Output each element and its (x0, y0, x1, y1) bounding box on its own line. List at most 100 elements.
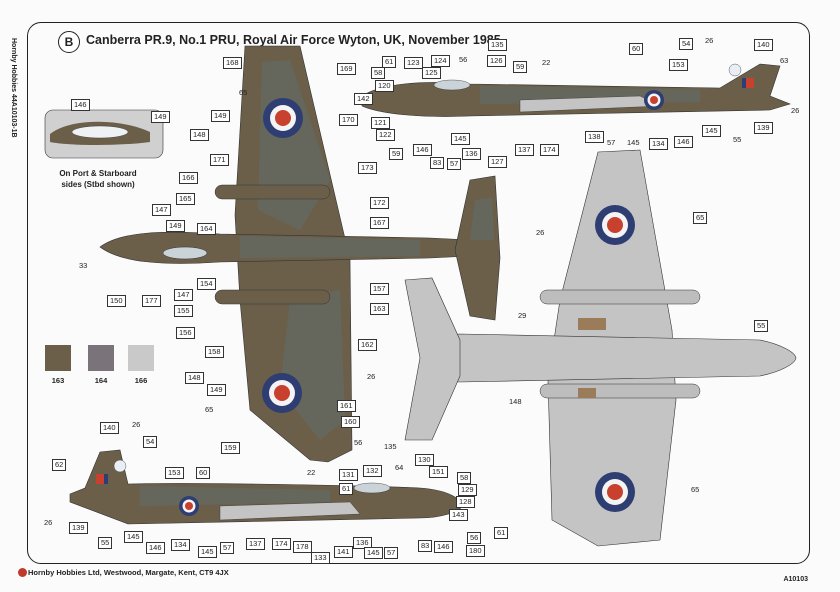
callout: 56 (459, 55, 468, 64)
callout: 170 (339, 114, 358, 126)
callout: 143 (449, 509, 468, 521)
callout: 146 (146, 542, 165, 554)
callout: 134 (649, 138, 668, 150)
callout: 54 (679, 38, 694, 50)
swatch-label: 166 (134, 376, 148, 385)
callout: 171 (210, 154, 229, 166)
footer-address: Hornby Hobbies Ltd, Westwood, Margate, K… (28, 568, 229, 577)
callout: 61 (382, 56, 397, 68)
callout: 161 (337, 400, 356, 412)
callout: 146 (674, 136, 693, 148)
callout: 174 (540, 144, 559, 156)
callout: 146 (434, 541, 453, 553)
callout: 151 (429, 466, 448, 478)
callout: 64 (395, 463, 404, 472)
callout: 147 (152, 204, 171, 216)
callout: 65 (205, 405, 214, 414)
callout: 61 (339, 483, 354, 495)
page-title: Canberra PR.9, No.1 PRU, Royal Air Force… (86, 33, 505, 47)
callout: 124 (431, 55, 450, 67)
callout: 180 (466, 545, 485, 557)
callout: 137 (246, 538, 265, 550)
callout: 138 (585, 131, 604, 143)
callout: 137 (515, 144, 534, 156)
callout: 174 (272, 538, 291, 550)
callout: 145 (198, 546, 217, 558)
callout: 139 (69, 522, 88, 534)
callout: 135 (488, 39, 507, 51)
callout: 156 (176, 327, 195, 339)
callout: 26 (132, 420, 141, 429)
callout: 149 (211, 110, 230, 122)
callout: 26 (367, 372, 376, 381)
callout: 65 (239, 88, 248, 97)
callout: 55 (754, 320, 769, 332)
callout: 168 (223, 57, 242, 69)
canopy-inset-detail (44, 109, 164, 159)
underside-view-aircraft (404, 149, 797, 547)
callout: 26 (791, 106, 800, 115)
callout: 149 (207, 384, 226, 396)
callout: 54 (143, 436, 158, 448)
callout: 135 (384, 442, 397, 451)
starboard-profile-aircraft (361, 63, 791, 117)
callout: 127 (488, 156, 507, 168)
callout: 142 (354, 93, 373, 105)
callout: 26 (536, 228, 545, 237)
callout: 158 (205, 346, 224, 358)
callout: 55 (733, 135, 742, 144)
port-profile-aircraft (69, 449, 463, 525)
callout: 148 (190, 129, 209, 141)
callout: 65 (691, 485, 700, 494)
callout: 145 (451, 133, 470, 145)
swatch-label: 163 (51, 376, 65, 385)
swatch-163 (45, 345, 71, 371)
callout: 126 (487, 55, 506, 67)
callout: 153 (669, 59, 688, 71)
callout: 164 (197, 223, 216, 235)
callout: 120 (375, 80, 394, 92)
scheme-badge: B (58, 31, 80, 53)
callout: 136 (462, 148, 481, 160)
callout: 125 (422, 67, 441, 79)
callout: 131 (339, 469, 358, 481)
callout: 139 (754, 122, 773, 134)
callout: 123 (404, 57, 423, 69)
callout: 148 (185, 372, 204, 384)
callout: 132 (363, 465, 382, 477)
callout: 148 (509, 397, 522, 406)
swatch-label: 164 (94, 376, 108, 385)
callout: 62 (52, 459, 67, 471)
callout: 146 (413, 144, 432, 156)
callout: 59 (513, 61, 528, 73)
callout: 61 (494, 527, 509, 539)
callout: 58 (371, 67, 386, 79)
callout: 162 (358, 339, 377, 351)
callout: 147 (174, 289, 193, 301)
callout: 60 (196, 467, 211, 479)
callout: 26 (705, 36, 714, 45)
callout: 83 (418, 540, 433, 552)
callout: 167 (370, 217, 389, 229)
callout: 22 (307, 468, 316, 477)
swatch-166 (128, 345, 154, 371)
callout: 163 (370, 303, 389, 315)
callout: 57 (607, 138, 616, 147)
callout: 150 (107, 295, 126, 307)
callout: 130 (415, 454, 434, 466)
callout: 155 (174, 305, 193, 317)
hornby-logo-icon (18, 568, 27, 577)
callout: 22 (542, 58, 551, 67)
callout: 169 (337, 63, 356, 75)
callout: 173 (358, 162, 377, 174)
callout: 29 (518, 311, 527, 320)
callout: 140 (100, 422, 119, 434)
callout: 140 (754, 39, 773, 51)
callout: 134 (171, 539, 190, 551)
callout: 129 (458, 484, 477, 496)
callout: 133 (311, 552, 330, 564)
callout: 145 (124, 531, 143, 543)
callout: 136 (353, 537, 372, 549)
callout: 178 (293, 541, 312, 553)
